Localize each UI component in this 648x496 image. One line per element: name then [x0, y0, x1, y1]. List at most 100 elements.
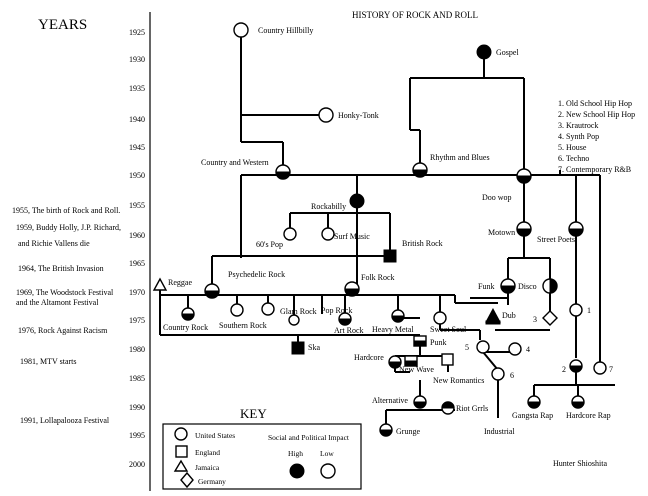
krautrock-node [542, 310, 558, 326]
genre-label: Street Poets [537, 235, 575, 244]
key-label: Jamaica [195, 463, 220, 472]
old-school-hiphop-number: 1 [587, 306, 591, 315]
genre-label: Heavy Metal [372, 325, 414, 334]
hardcore-rap-fill [571, 401, 585, 409]
motown-fill [516, 228, 532, 237]
event-note: and Richie Vallens die [18, 239, 90, 248]
sweet-soul-node [433, 311, 447, 325]
old-school-hiphop-node [569, 303, 583, 317]
genre-label: Gangsta Rap [512, 411, 553, 420]
new-school-hiphop-number: 2 [562, 365, 566, 374]
genre-label: 60's Pop [256, 240, 283, 249]
genre-label: Folk Rock [361, 273, 395, 282]
doo-wop-fill [516, 175, 532, 184]
list-item: 4. Synth Pop [558, 132, 599, 141]
numbered-list: 1. Old School Hip Hop 2. New School Hip … [558, 99, 635, 174]
genre-label: Reggae [168, 278, 192, 287]
genre-label: Motown [488, 228, 515, 237]
genre-label: Country Rock [163, 323, 208, 332]
list-item: 5. House [558, 143, 587, 152]
genre-label: Surf Music [334, 232, 370, 241]
year-label: 1950 [129, 171, 145, 180]
year-label: 1940 [129, 115, 145, 124]
new-romantics-node [441, 353, 454, 366]
psychedelic-rock-fill [204, 290, 220, 299]
folk-rock-fill [344, 288, 360, 297]
genre-label: Dub [502, 311, 516, 320]
art-rock-fill [338, 318, 352, 326]
techno-number: 6 [510, 371, 514, 380]
year-label: 1985 [129, 374, 145, 383]
year-label: 1960 [129, 231, 145, 240]
british-rock-node [383, 249, 397, 263]
gangsta-rap-fill [527, 401, 541, 409]
event-note: 1959, Buddy Holly, J.P. Richard, [16, 223, 121, 232]
year-label: 1945 [129, 143, 145, 152]
genre-label: Sweet Soul [430, 325, 467, 334]
genre-label: Art Rock [334, 326, 364, 335]
reggae-node [152, 277, 168, 291]
genre-label: Grunge [396, 427, 420, 436]
key-label: United States [195, 431, 235, 440]
year-label: 1935 [129, 84, 145, 93]
pop-rock-node [288, 314, 300, 326]
year-labels: 1925 1930 1935 1940 1945 1950 1955 1960 … [129, 28, 145, 469]
genre-label: Hardcore Rap [566, 411, 611, 420]
event-note: 1981, MTV starts [20, 357, 77, 366]
genre-label: Southern Rock [219, 321, 267, 330]
genre-label: Rhythm and Blues [430, 153, 490, 162]
genre-label: Gospel [496, 48, 519, 57]
disco-fill [549, 278, 558, 294]
rhythm-blues-fill [412, 169, 428, 178]
connector-line [482, 351, 499, 371]
key-label: England [195, 448, 220, 457]
country-rock-fill [181, 313, 195, 321]
genre-label: British Rock [402, 239, 443, 248]
key-box [162, 423, 362, 490]
event-note: 1969, The Woodstock Festival [16, 288, 114, 297]
house-number: 5 [465, 343, 469, 352]
list-item: 1. Old School Hip Hop [558, 99, 632, 108]
genre-label: Country and Western [201, 158, 269, 167]
year-label: 1955 [129, 201, 145, 210]
contemporary-rnb-node [593, 361, 607, 375]
genre-label: Hardcore [354, 353, 384, 362]
event-note: 1955, The birth of Rock and Roll. [12, 206, 120, 215]
dub-base [485, 320, 501, 325]
genre-label: Alternative [372, 396, 408, 405]
genre-label: Psychedelic Rock [228, 270, 285, 279]
honky-tonk-node [318, 107, 334, 123]
genre-label: Funk [478, 282, 494, 291]
year-label: 1995 [129, 431, 145, 440]
key-united-states-icon [174, 427, 188, 441]
key-high-icon [289, 463, 305, 479]
list-item: 6. Techno [558, 154, 589, 163]
genre-label: Ska [308, 343, 320, 352]
connector-lines [159, 37, 615, 425]
street-poets-fill [568, 228, 584, 237]
techno-node [491, 367, 505, 381]
sixties-pop-node [283, 227, 297, 241]
surf-music-node [321, 227, 335, 241]
key-high-label: High [288, 449, 303, 458]
years-heading: YEARS [38, 17, 87, 33]
key-jamaica-icon [173, 459, 189, 472]
event-note: 1991, Lollapalooza Festival [20, 416, 110, 425]
credit: Hunter Shioshita [553, 459, 607, 468]
riot-grrls-fill [441, 401, 455, 409]
synth-pop-node [508, 342, 522, 356]
country-hillbilly-node [233, 22, 249, 38]
southern-rock-node [230, 303, 244, 317]
house-node [476, 340, 490, 354]
alternative-fill [413, 401, 427, 409]
year-label: 1975 [129, 316, 145, 325]
genre-label: Punk [430, 338, 446, 347]
key-low-label: Low [320, 449, 334, 458]
ska-node [291, 341, 305, 355]
year-label: 1925 [129, 28, 145, 37]
synth-pop-number: 4 [526, 345, 530, 354]
genre-label: Glam Rock [280, 307, 317, 316]
rockabilly-node [349, 193, 365, 209]
